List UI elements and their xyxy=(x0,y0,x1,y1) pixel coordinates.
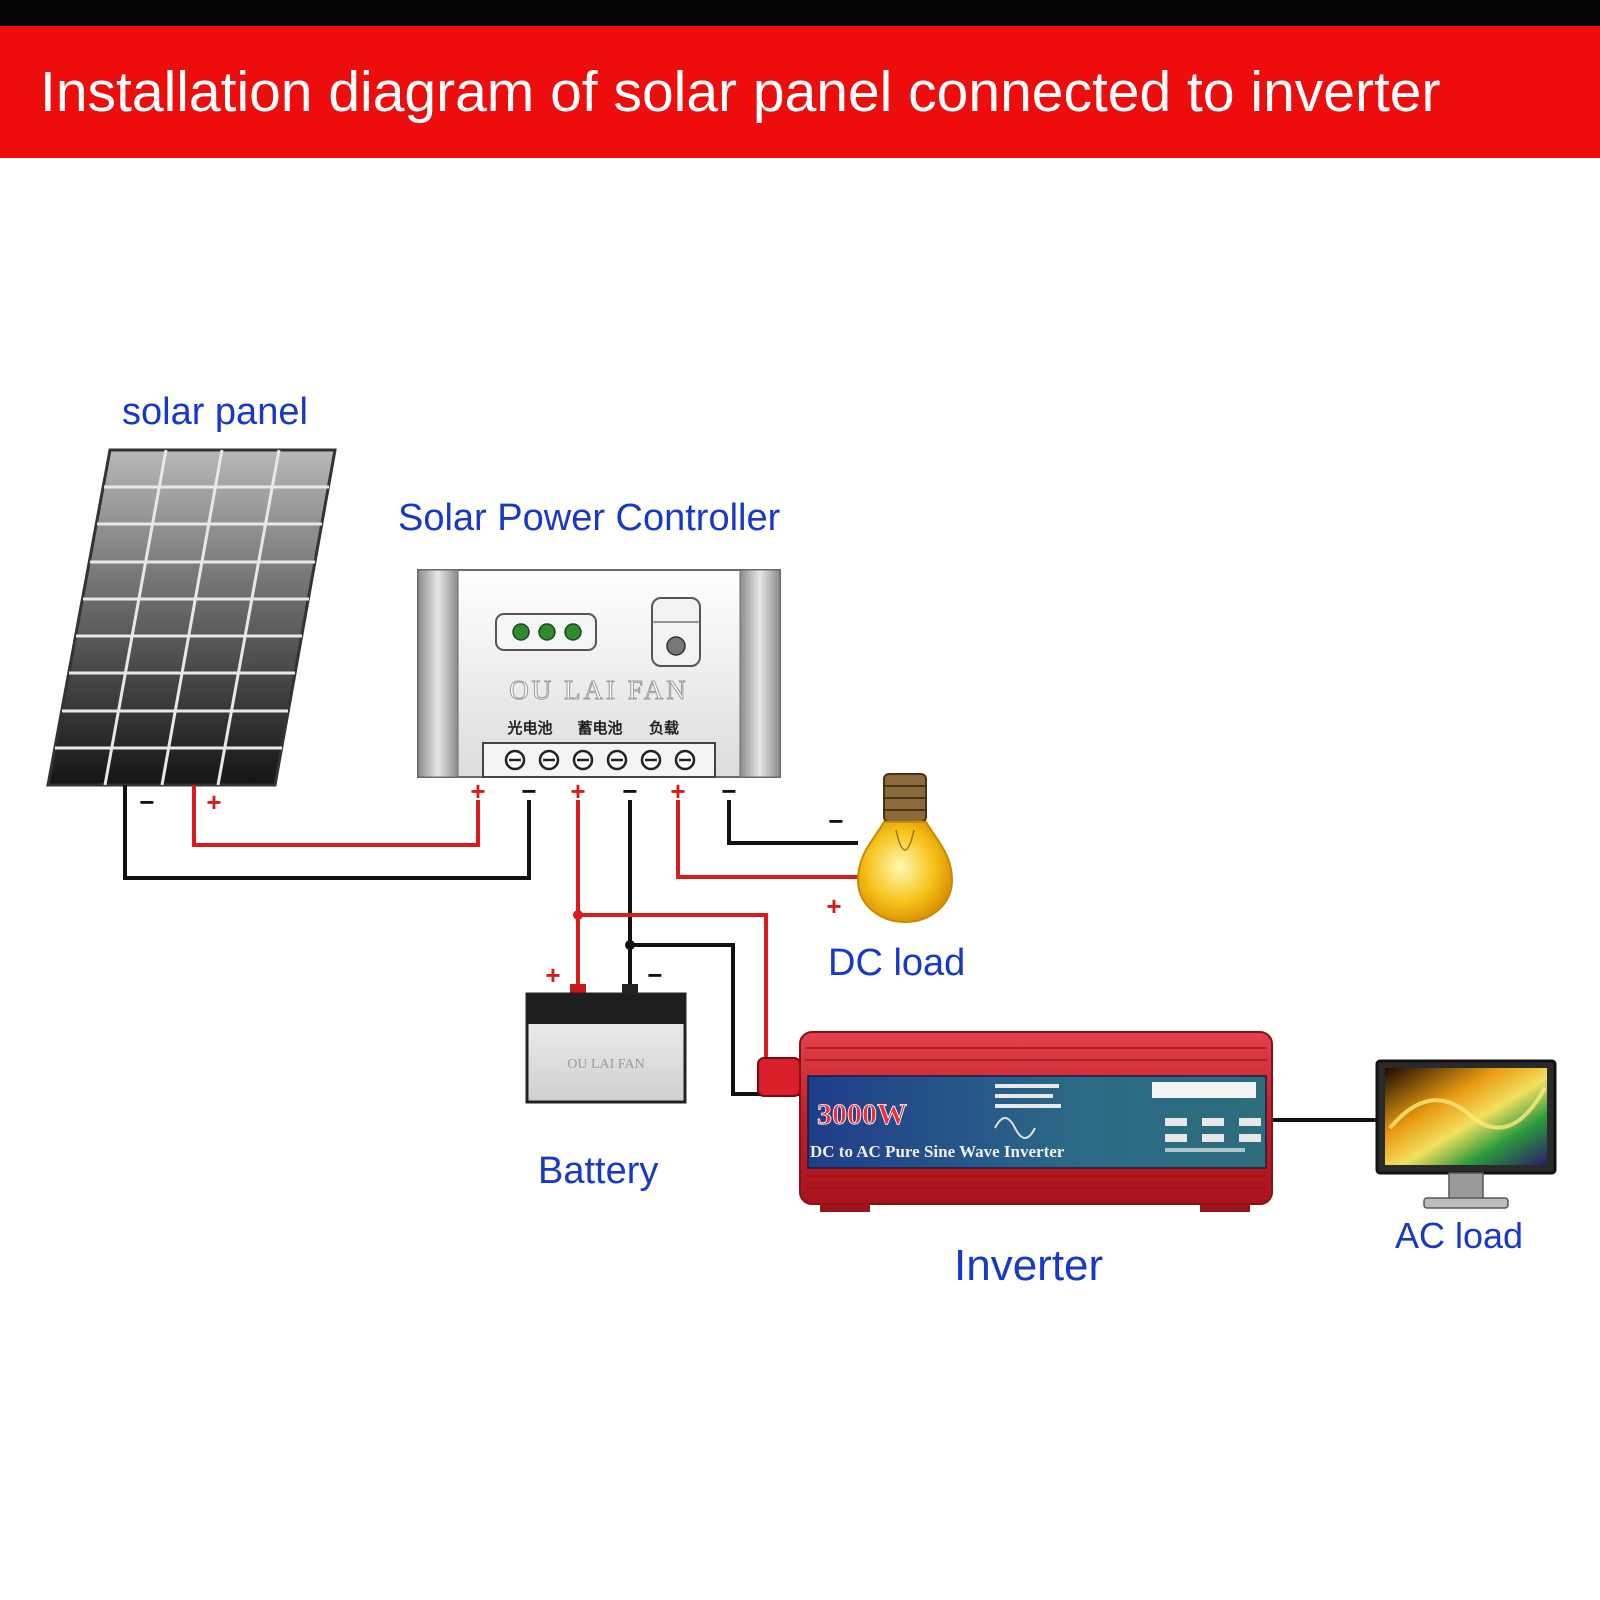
battery-label: Battery xyxy=(538,1150,658,1192)
minus-mark: − xyxy=(647,960,662,990)
plus-mark: + xyxy=(470,776,485,806)
load-positive-wire xyxy=(676,800,860,879)
light-bulb-icon xyxy=(856,773,954,924)
monitor-icon xyxy=(1375,1059,1557,1209)
controller-label: Solar Power Controller xyxy=(398,497,781,539)
plus-mark: + xyxy=(670,776,685,806)
terminal-group-label: 光电池 xyxy=(506,719,552,737)
terminal-group-label: 负载 xyxy=(649,719,679,737)
plus-mark: + xyxy=(206,787,221,817)
plus-mark: + xyxy=(570,776,585,806)
solar-power-controller: OU LAI FAN 光电池 蓄电池 负载 xyxy=(417,569,781,778)
minus-mark: − xyxy=(721,776,736,806)
inverter-spec-lines xyxy=(995,1082,1261,1152)
solar-panel-label: solar panel xyxy=(122,391,308,433)
led-indicator-icon xyxy=(512,623,530,641)
dc-load-label: DC load xyxy=(828,942,965,984)
controller-button xyxy=(651,597,701,667)
solar-panel xyxy=(46,448,337,787)
minus-mark: − xyxy=(828,806,843,836)
positive-junction xyxy=(573,910,583,920)
solar-cell-grid xyxy=(55,449,329,786)
panel-positive-wire xyxy=(192,785,480,847)
inverter-power-rating: 3000W xyxy=(817,1098,907,1131)
inverter-positive-wire xyxy=(578,913,768,1058)
terminal-screws xyxy=(504,749,696,771)
minus-mark: − xyxy=(521,776,536,806)
wiring xyxy=(123,785,1378,1122)
sine-wave-icon xyxy=(994,1117,1036,1139)
ac-load-label: AC load xyxy=(1395,1215,1523,1256)
controller-brand: OU LAI FAN xyxy=(509,675,689,705)
led-indicator-icon xyxy=(564,623,582,641)
title-banner: Installation diagram of solar panel conn… xyxy=(0,26,1600,158)
battery-brand: OU LAI FAN xyxy=(567,1057,645,1072)
led-indicator-icon xyxy=(538,623,556,641)
panel-negative-wire xyxy=(123,785,531,880)
inverter: 3000W DC to AC Pure Sine Wave Inverter xyxy=(757,1031,1273,1212)
load-negative-wire xyxy=(727,800,858,845)
negative-junction xyxy=(625,940,635,950)
minus-mark: − xyxy=(622,776,637,806)
polarity-marks: + − + − + − + − − + + − xyxy=(139,776,843,990)
plus-mark: + xyxy=(826,891,841,921)
battery: OU LAI FAN xyxy=(525,984,687,1104)
inverter-description: DC to AC Pure Sine Wave Inverter xyxy=(810,1142,1065,1161)
terminal-group-label: 蓄电池 xyxy=(577,719,622,737)
minus-mark: − xyxy=(139,787,154,817)
page-title: Installation diagram of solar panel conn… xyxy=(40,60,1441,124)
plus-mark: + xyxy=(545,960,560,990)
inverter-label: Inverter xyxy=(954,1241,1103,1290)
top-black-bar xyxy=(0,0,1600,26)
